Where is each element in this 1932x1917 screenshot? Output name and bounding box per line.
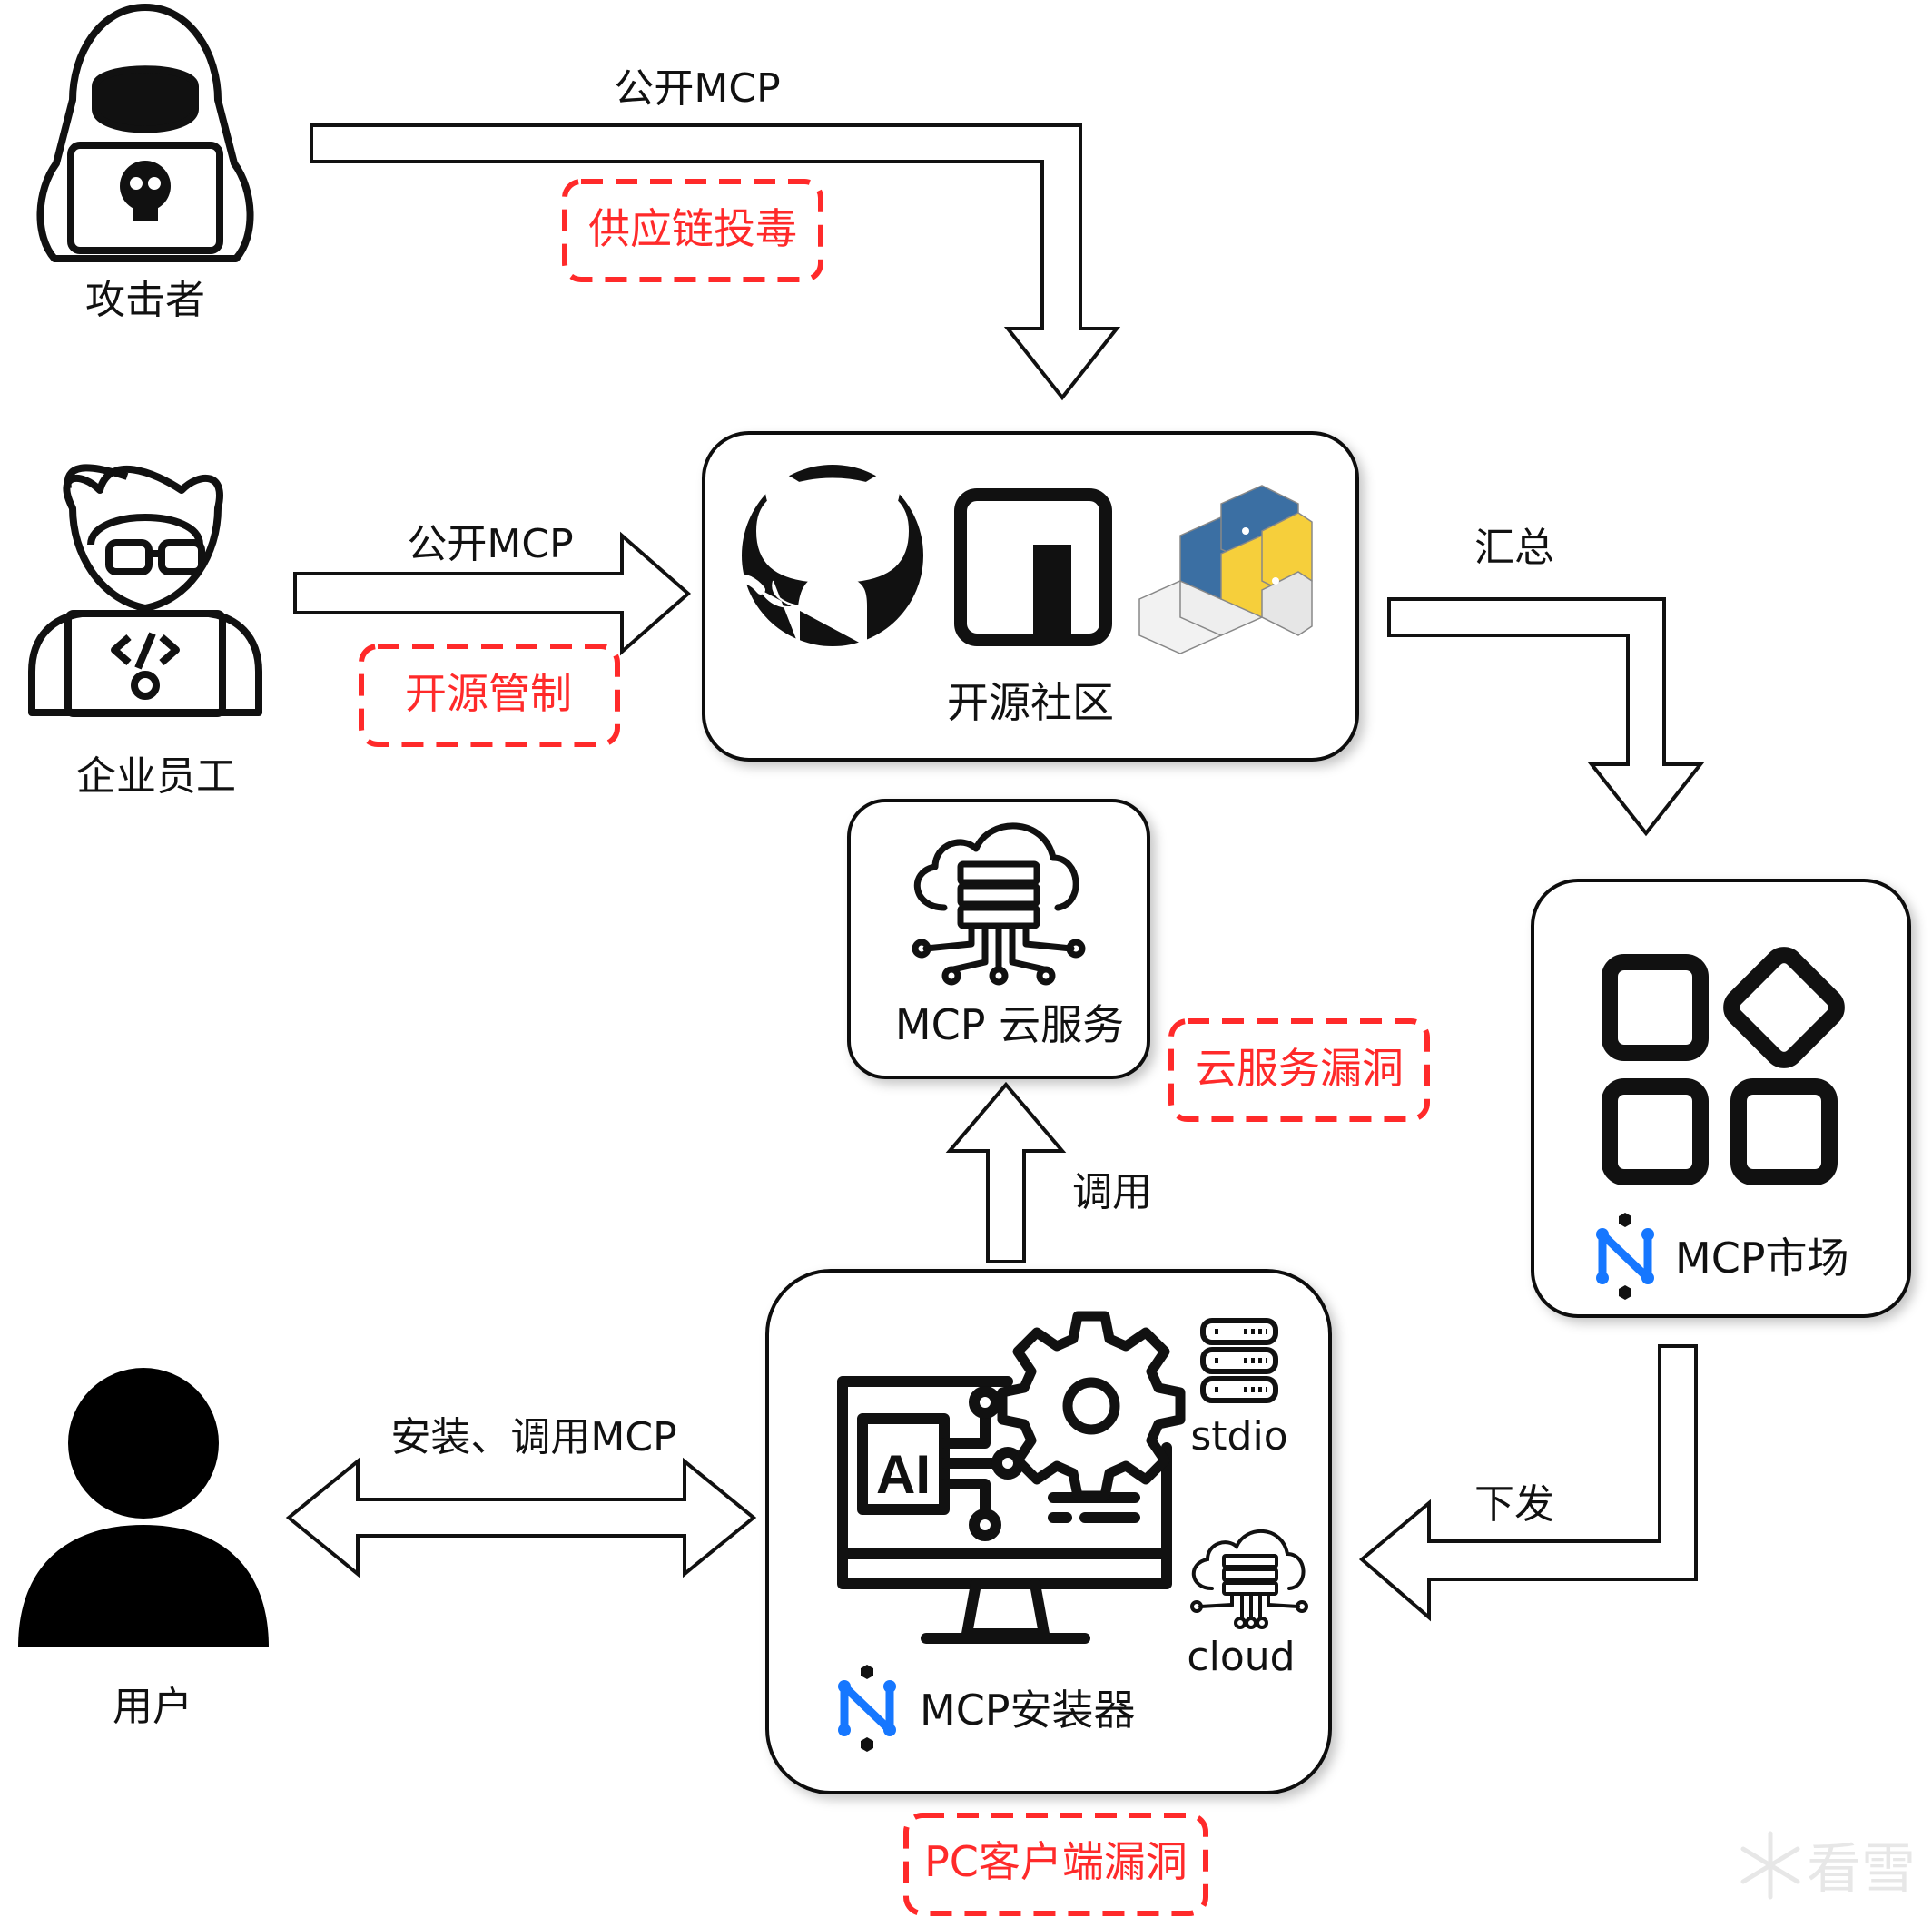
arrow-community-to-market — [1387, 597, 1705, 837]
market-label: MCP市场 — [1675, 1234, 1849, 1283]
edge-label-employee-publish: 公开MCP — [407, 521, 573, 567]
attacker-label: 攻击者 — [85, 277, 205, 323]
watermark-label: 看雪 — [1807, 1838, 1916, 1902]
risk-tag-pc-vuln: PC客户端漏洞 — [903, 1813, 1208, 1916]
cloud-label: cloud — [1187, 1634, 1295, 1680]
edge-label-install-invoke: 安装、调用MCP — [390, 1414, 676, 1460]
small-cloud-icon — [1190, 1529, 1308, 1629]
edge-label-attacker-publish: 公开MCP — [614, 65, 780, 112]
risk-tag-supply-chain: 供应链投毒 — [562, 179, 823, 282]
risk-label-supply-chain: 供应链投毒 — [588, 204, 797, 253]
installer-label: MCP安装器 — [920, 1686, 1136, 1735]
community-label: 开源社区 — [947, 678, 1114, 727]
arrow-user-installer — [285, 1457, 757, 1578]
edge-label-invoke: 调用 — [1072, 1169, 1152, 1215]
risk-label-pc-vuln: PC客户端漏洞 — [924, 1837, 1188, 1886]
watermark: 看雪 — [1740, 1831, 1916, 1902]
mcp-logo-icon — [838, 1665, 896, 1752]
user-icon — [18, 1368, 269, 1647]
attacker-icon — [36, 4, 254, 262]
arrow-market-to-installer — [1358, 1344, 1698, 1622]
apps-grid-icon — [1602, 947, 1845, 1185]
arrow-attacker-to-community — [310, 123, 1121, 401]
cloud-service-label: MCP 云服务 — [895, 1000, 1124, 1049]
stdio-label: stdio — [1190, 1413, 1287, 1460]
risk-tag-cloud-vuln: 云服务漏洞 — [1168, 1018, 1430, 1122]
risk-tag-oss-control: 开源管制 — [359, 644, 620, 747]
edge-label-distribute: 下发 — [1474, 1481, 1554, 1528]
arrow-up-shape — [945, 1081, 1067, 1263]
risk-label-cloud-vuln: 云服务漏洞 — [1195, 1044, 1404, 1093]
snowflake-icon — [1740, 1831, 1800, 1900]
user-label: 用户 — [113, 1684, 192, 1730]
arrow-employee-to-community — [293, 531, 692, 656]
pypi-icon — [1138, 485, 1313, 654]
stdio-server-icon — [1200, 1318, 1278, 1403]
edge-label-aggregate: 汇总 — [1474, 525, 1554, 571]
github-icon — [733, 465, 923, 646]
installer-node — [765, 1269, 1332, 1794]
cloud-server-icon — [912, 822, 1086, 986]
ai-computer-icon — [837, 1376, 1172, 1644]
gear-icon — [997, 1311, 1186, 1501]
employee-label: 企业员工 — [76, 753, 236, 800]
employee-icon — [28, 464, 262, 717]
risk-label-oss-control: 开源管制 — [405, 669, 572, 718]
notebook-icon — [954, 488, 1112, 646]
ai-chip-text: AI — [876, 1444, 931, 1505]
mcp-logo-icon — [1596, 1213, 1654, 1300]
